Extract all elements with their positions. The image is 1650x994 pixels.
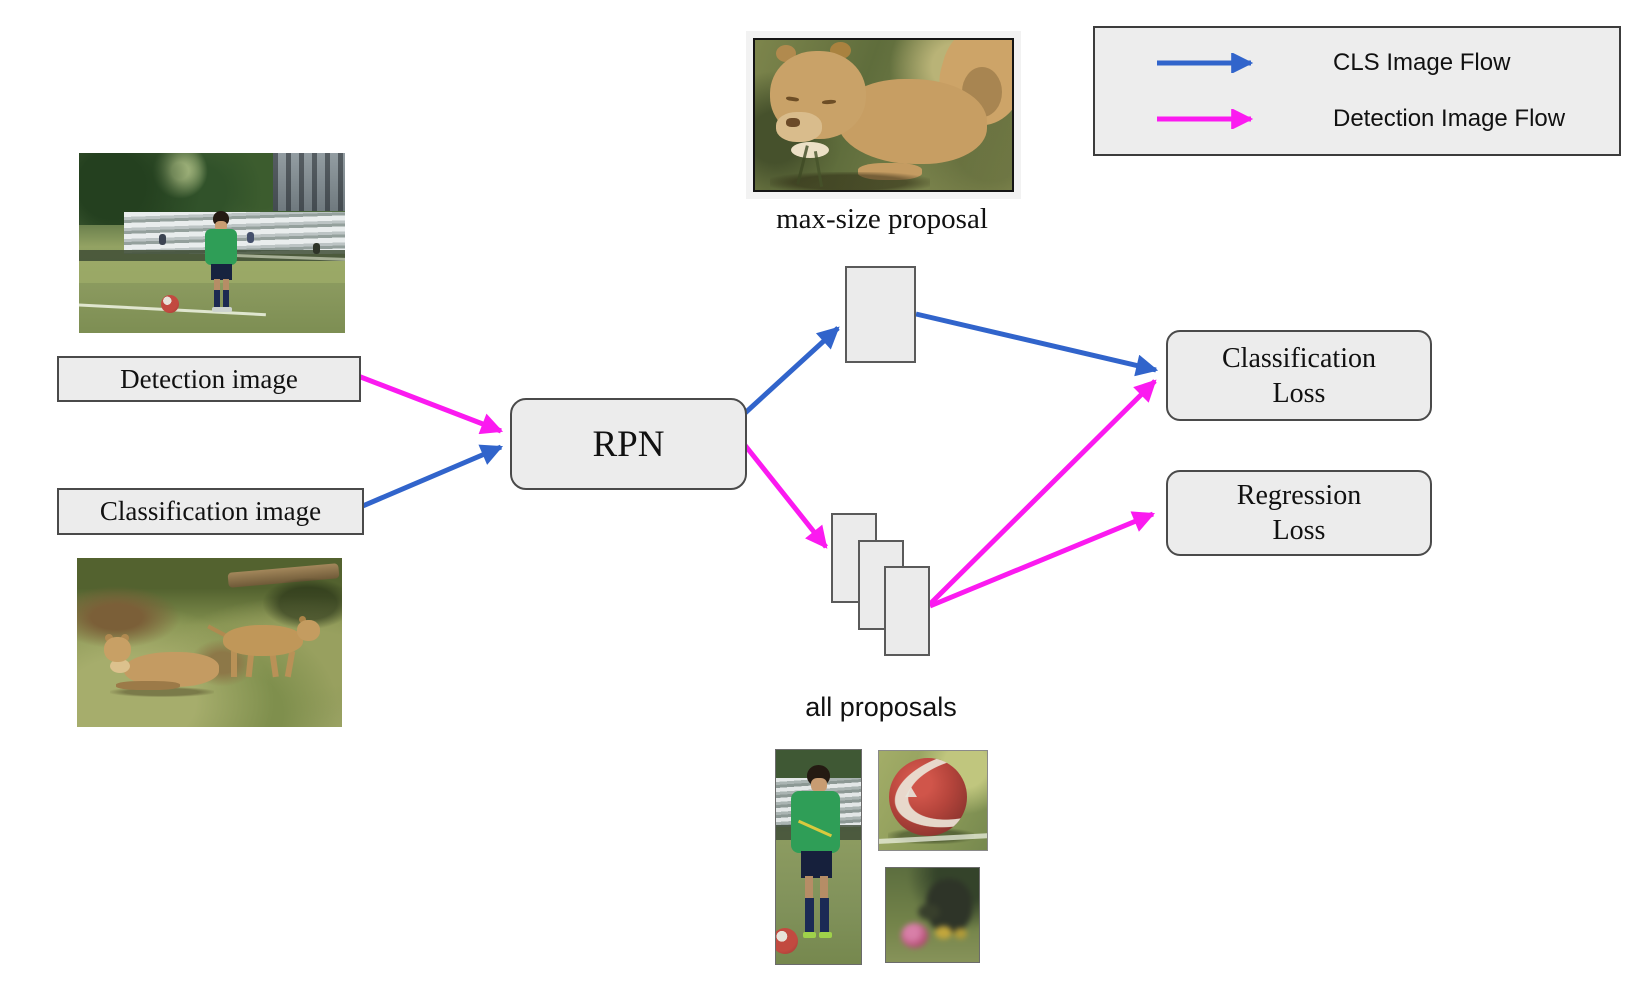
detection-image-label: Detection image bbox=[120, 363, 298, 394]
yellow-blob-art bbox=[953, 927, 967, 939]
spectator-art bbox=[313, 243, 321, 254]
max-size-proposal-photo bbox=[753, 38, 1014, 192]
lion-legs-art bbox=[115, 681, 180, 691]
boy-sock-art bbox=[804, 897, 814, 933]
edge-all-proposals-to-classification-loss bbox=[928, 379, 1157, 606]
edge-detection-image-to-rpn bbox=[357, 373, 504, 435]
boy-shorts-art bbox=[800, 850, 832, 878]
boy-figure-art bbox=[783, 764, 849, 951]
cls-flow-arrow-icon bbox=[1157, 53, 1254, 74]
rpn-node: RPN bbox=[510, 398, 747, 490]
edge-rpn-to-max-proposal bbox=[742, 326, 840, 416]
lion-shadow-art bbox=[109, 687, 214, 698]
spectator-art bbox=[158, 234, 166, 245]
lion-leg-art bbox=[284, 651, 296, 678]
boy-leg-art bbox=[223, 278, 230, 291]
classification-image-label: Classification image bbox=[99, 496, 322, 526]
person-arm-art bbox=[917, 904, 940, 921]
classification-image-photo bbox=[77, 558, 342, 727]
proposal-crop-blurry bbox=[885, 867, 980, 963]
detection-image-node: Detection image bbox=[57, 356, 361, 402]
lion-shadow-art bbox=[770, 172, 930, 190]
max-size-proposal-photo-frame bbox=[746, 31, 1021, 199]
regression-loss-node: Regression Loss bbox=[1166, 470, 1432, 556]
lion-head-art bbox=[103, 637, 131, 663]
soccer-ball-art bbox=[161, 295, 180, 314]
lion-body-art bbox=[222, 625, 303, 657]
yellow-blob-art bbox=[934, 925, 952, 939]
detection-flow-arrow-icon bbox=[1157, 108, 1254, 129]
legend-row-detection: Detection Image Flow bbox=[1095, 99, 1619, 139]
classification-image-node: Classification image bbox=[57, 488, 364, 535]
boy-leg-art bbox=[804, 875, 813, 900]
boy-shoe-art bbox=[802, 931, 816, 938]
edge-all-proposals-to-regression-loss bbox=[929, 511, 1156, 609]
classification-loss-label: Classification Loss bbox=[1222, 342, 1376, 409]
boy-sock-art bbox=[819, 897, 829, 933]
boy-jersey-art bbox=[205, 228, 238, 265]
proposal-crop-ball bbox=[878, 750, 988, 851]
pink-ball-art bbox=[901, 923, 928, 949]
lion-ear-art bbox=[298, 616, 306, 624]
boy-shoe-art bbox=[818, 931, 832, 938]
proposal-crop-boy bbox=[775, 749, 862, 965]
regression-loss-label: Regression Loss bbox=[1236, 480, 1362, 546]
max-size-proposal-caption: max-size proposal bbox=[776, 203, 988, 235]
blurry-scene-art bbox=[886, 868, 979, 962]
edge-max-proposal-to-classification-loss bbox=[915, 311, 1159, 377]
building-art bbox=[273, 153, 345, 211]
spectator-art bbox=[246, 232, 254, 244]
ball-logo-art bbox=[904, 786, 917, 797]
detection-image-photo bbox=[79, 153, 345, 333]
all-proposals-caption: all proposals bbox=[805, 692, 957, 722]
boy-shorts-art bbox=[211, 263, 233, 280]
boy-leg-art bbox=[819, 875, 828, 900]
classification-loss-node: Classification Loss bbox=[1166, 330, 1432, 421]
legend-label-cls: CLS Image Flow bbox=[1333, 49, 1511, 77]
lion-head-art bbox=[296, 620, 320, 642]
soccer-ball-art bbox=[776, 928, 798, 954]
legend-box: CLS Image Flow Detection Image Flow bbox=[1093, 26, 1621, 156]
legend-row-cls: CLS Image Flow bbox=[1095, 43, 1619, 83]
boy-face-art bbox=[215, 220, 228, 231]
rpn-label: RPN bbox=[592, 423, 665, 465]
edge-rpn-to-all-proposals bbox=[742, 442, 828, 549]
boy-shoes-art bbox=[212, 306, 233, 312]
lion-chest-art bbox=[109, 659, 130, 674]
lion-chin-art bbox=[790, 142, 829, 158]
boy-sock-art bbox=[214, 289, 221, 307]
boy-figure-art bbox=[201, 210, 241, 313]
boy-leg-art bbox=[214, 278, 221, 291]
lying-lioness-art bbox=[103, 634, 229, 698]
lion-leg-art bbox=[230, 651, 237, 678]
lion-nose-art bbox=[785, 118, 800, 127]
walking-lioness-art bbox=[207, 615, 330, 681]
lion-muzzle-art bbox=[775, 112, 822, 142]
boy-sock-art bbox=[223, 289, 230, 307]
proposal-stack-box-3 bbox=[884, 566, 930, 656]
max-size-proposal-box bbox=[845, 266, 916, 363]
legend-label-detection: Detection Image Flow bbox=[1333, 104, 1566, 132]
boy-face-art bbox=[810, 777, 827, 792]
edge-classification-image-to-rpn bbox=[357, 444, 504, 511]
